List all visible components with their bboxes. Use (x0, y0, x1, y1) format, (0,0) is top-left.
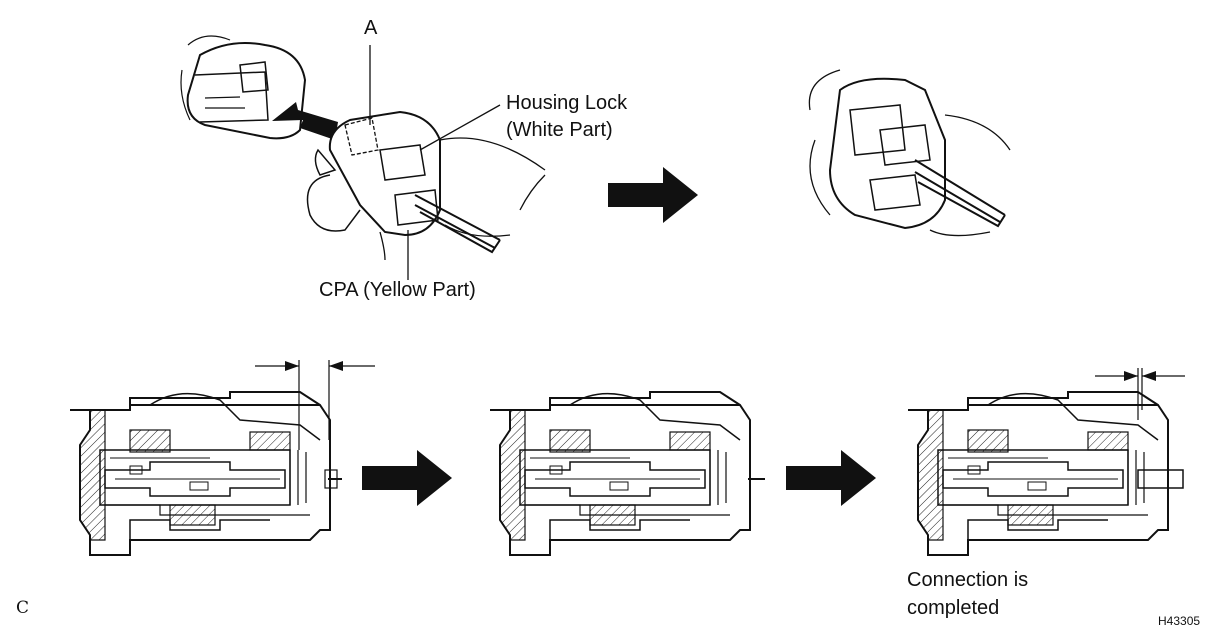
corner-letter: C (16, 598, 30, 618)
step-arrow-icon (362, 450, 452, 506)
step-arrow-icon (608, 167, 698, 223)
cross-section-1 (69, 391, 342, 556)
gap-dimension-1 (255, 360, 375, 450)
label-cpa: CPA (Yellow Part) (319, 279, 476, 301)
connector-before-illustration (180, 35, 546, 280)
figure-code: H43305 (1158, 614, 1201, 628)
gap-dimension-3 (1095, 368, 1185, 420)
cross-section-2 (489, 391, 765, 556)
step-arrow-icon (786, 450, 876, 506)
label-a: A (364, 17, 378, 39)
connector-after-illustration (808, 69, 1011, 237)
cross-section-3 (907, 391, 1184, 556)
label-connection-completed-1: Connection is (907, 569, 1029, 591)
label-connection-completed-2: completed (907, 597, 1000, 619)
label-housing-lock-white-part: (White Part) (506, 119, 613, 141)
label-housing-lock: Housing Lock (506, 92, 628, 114)
insert-arrow-icon (272, 102, 338, 140)
